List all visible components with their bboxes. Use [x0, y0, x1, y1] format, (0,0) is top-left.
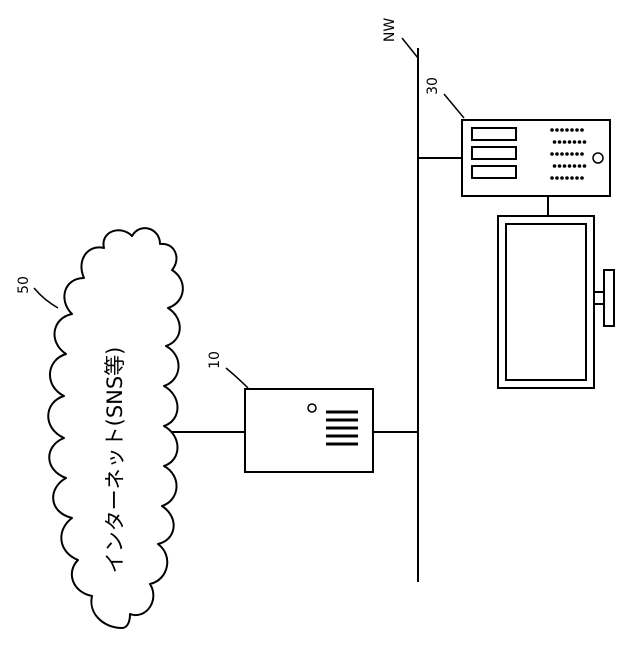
monitor — [498, 216, 614, 388]
vent-dot — [575, 128, 579, 132]
monitor-neck — [594, 292, 604, 304]
vent-dot — [575, 176, 579, 180]
bus-diagonal — [402, 38, 418, 58]
server-body — [245, 389, 373, 472]
label-network: NW — [382, 18, 398, 42]
vent-dot — [553, 164, 557, 168]
label-internet-ref: 50 — [16, 276, 32, 294]
vent-dot — [560, 128, 564, 132]
vent-dot — [565, 152, 569, 156]
internet-cloud: インターネット(SNS等) — [48, 228, 183, 628]
vent-dot — [565, 176, 569, 180]
vent-dot — [555, 152, 559, 156]
network-bus: NW — [382, 18, 418, 582]
vent-dot — [560, 152, 564, 156]
leader-line-50 — [34, 288, 58, 308]
vent-dot — [568, 140, 572, 144]
vent-dot — [550, 128, 554, 132]
callout-10: 10 — [207, 351, 248, 388]
drive-bay-1 — [472, 128, 516, 140]
vent-dot — [550, 152, 554, 156]
vent-dot — [555, 128, 559, 132]
vent-dot — [570, 152, 574, 156]
vent-dot — [563, 164, 567, 168]
vent-dot — [558, 164, 562, 168]
server-led — [308, 404, 316, 412]
vent-dot — [580, 176, 584, 180]
vent-dot — [575, 152, 579, 156]
vent-dot — [568, 164, 572, 168]
vent-dot — [550, 176, 554, 180]
label-server: 10 — [207, 351, 223, 369]
monitor-stand — [604, 270, 614, 326]
monitor-screen — [506, 224, 586, 380]
cloud-label: インターネット(SNS等) — [103, 347, 127, 574]
vent-dot — [553, 140, 557, 144]
vent-dot — [560, 176, 564, 180]
vent-dot — [555, 176, 559, 180]
vent-dot — [563, 140, 567, 144]
vent-dot — [573, 140, 577, 144]
vent-dot — [578, 140, 582, 144]
vent-dot — [570, 128, 574, 132]
callout-50: 50 — [16, 276, 58, 308]
vent-dot — [558, 140, 562, 144]
leader-line-10 — [226, 368, 248, 388]
callout-30: 30 — [425, 77, 464, 118]
vent-dot — [583, 140, 587, 144]
vent-dot — [580, 128, 584, 132]
vent-dot — [570, 176, 574, 180]
drive-bay-2 — [472, 147, 516, 159]
vent-dot — [578, 164, 582, 168]
vent-dot — [573, 164, 577, 168]
terminal-30-tower — [462, 120, 610, 196]
vent-dot — [565, 128, 569, 132]
vent-dot — [583, 164, 587, 168]
label-terminal: 30 — [425, 77, 441, 95]
tower-power-icon — [593, 153, 603, 163]
vent-dot — [580, 152, 584, 156]
leader-line-30 — [444, 94, 464, 118]
drive-bay-3 — [472, 166, 516, 178]
server-10 — [245, 389, 373, 472]
